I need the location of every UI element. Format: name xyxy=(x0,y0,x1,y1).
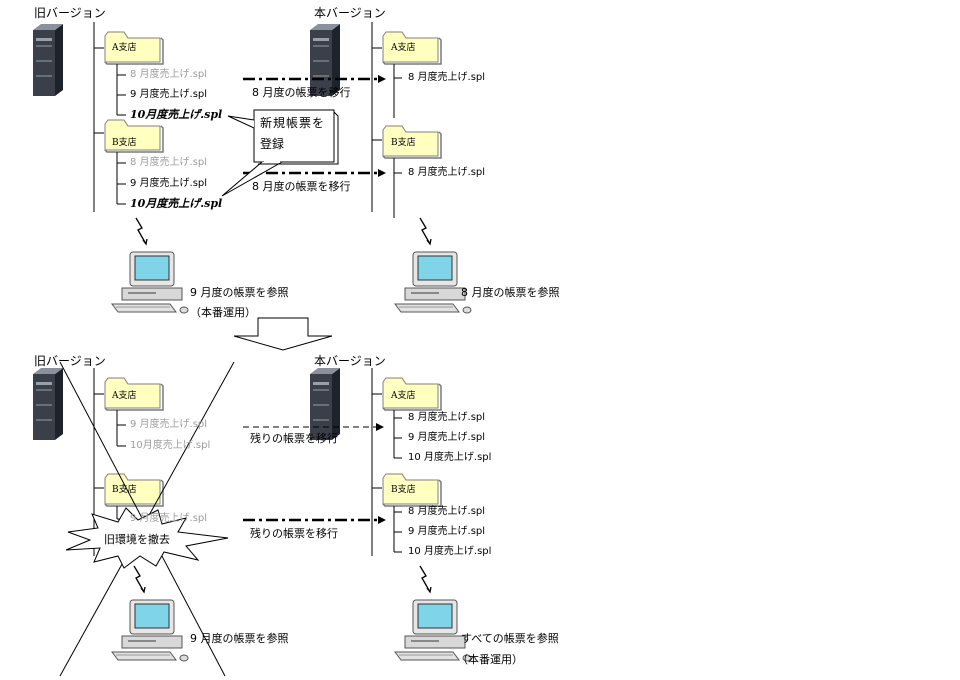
file-item: 10 月度売上げ.spl xyxy=(408,452,492,463)
file-item: 10月度売上げ.spl xyxy=(130,197,223,210)
computer-icon xyxy=(111,599,189,662)
file-item: 9 月度売上げ.spl xyxy=(408,432,486,443)
folder-label-a: A支店 xyxy=(391,43,416,53)
lightning-icon xyxy=(133,565,146,593)
computer-icon xyxy=(394,599,472,662)
folder-label-b: B支店 xyxy=(391,485,416,495)
file-item: 8 月度売上げ.spl xyxy=(408,72,486,83)
callout-box xyxy=(253,109,335,163)
burst-label: 旧環境を撤去 xyxy=(104,533,170,546)
new-version-title: 本バージョン xyxy=(314,6,386,20)
pc-caption-sub: （本番運用） xyxy=(190,306,256,319)
folder-label-a: A支店 xyxy=(391,391,416,401)
file-item: 8 月度売上げ.spl xyxy=(130,157,208,168)
callout-text: 新規帳票を xyxy=(260,116,326,130)
folder-label-b: B支店 xyxy=(112,138,137,148)
pc-caption: 8 月度の帳票を参照 xyxy=(461,286,560,299)
computer-icon xyxy=(394,251,472,314)
lightning-icon xyxy=(419,217,432,245)
folder-label-b: B支店 xyxy=(112,485,137,495)
old-version-title: 旧バージョン xyxy=(34,6,106,20)
file-item: 8 月度売上げ.spl xyxy=(408,167,486,178)
file-item: 10月度売上げ.spl xyxy=(130,108,223,121)
file-item: 10月度売上げ.spl xyxy=(130,440,211,451)
computer-icon xyxy=(111,251,189,314)
file-item: 9 月度売上げ.spl xyxy=(130,513,208,524)
file-item: 9 月度売上げ.spl xyxy=(130,419,208,430)
pc-caption: 9 月度の帳票を参照 xyxy=(190,286,289,299)
file-item: 8 月度売上げ.spl xyxy=(408,412,486,423)
pc-caption-sub: （本番運用） xyxy=(457,653,523,666)
pc-caption: すべての帳票を参照 xyxy=(461,632,559,645)
migrate-label: 8 月度の帳票を移行 xyxy=(252,180,351,193)
burst-icon xyxy=(65,507,229,569)
server-icon xyxy=(33,24,63,96)
file-item: 8 月度売上げ.spl xyxy=(408,506,486,517)
folder-label-b: B支店 xyxy=(391,138,416,148)
down-arrow-icon xyxy=(233,317,333,351)
file-item: 9 月度売上げ.spl xyxy=(130,89,208,100)
folder-label-a: A支店 xyxy=(112,43,137,53)
server-icon xyxy=(310,368,340,440)
file-item: 9 月度売上げ.spl xyxy=(130,178,208,189)
new-version-title: 本バージョン xyxy=(314,354,386,368)
lightning-icon xyxy=(419,565,432,593)
lightning-icon xyxy=(135,217,148,245)
migrate-label: 8 月度の帳票を移行 xyxy=(252,86,351,99)
callout-text: 登録 xyxy=(260,137,285,151)
file-item: 10 月度売上げ.spl xyxy=(408,546,492,557)
old-version-title: 旧バージョン xyxy=(34,354,106,368)
pc-caption: 9 月度の帳票を参照 xyxy=(190,632,289,645)
file-item: 9 月度売上げ.spl xyxy=(408,526,486,537)
server-icon xyxy=(33,368,63,440)
migrate-label: 残りの帳票を移行 xyxy=(250,432,338,445)
migrate-label: 残りの帳票を移行 xyxy=(250,527,338,540)
folder-label-a: A支店 xyxy=(112,391,137,401)
file-item: 8 月度売上げ.spl xyxy=(130,69,208,80)
